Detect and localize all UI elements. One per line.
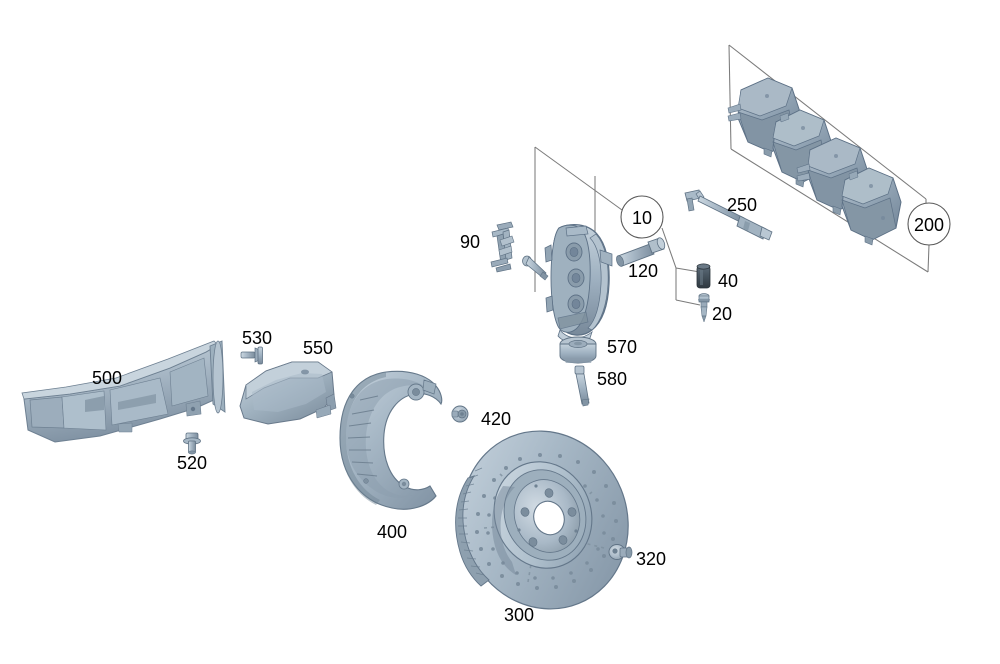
- callout-label-400: 400: [377, 522, 407, 542]
- brake-pad: [841, 167, 902, 246]
- part-bleeder-cap: [696, 263, 711, 289]
- part-brake-air-duct: [21, 340, 226, 443]
- callout-label-40: 40: [718, 271, 738, 291]
- callout-label-120: 120: [628, 261, 658, 281]
- callout-label-300: 300: [504, 605, 534, 625]
- part-bleeder-screw: [698, 293, 710, 323]
- part-push-pin-clip: [240, 346, 263, 365]
- part-brake-pad-wear-sensor: [684, 189, 773, 241]
- group-frame-brake-pads: [728, 44, 930, 273]
- brake-pad: [727, 77, 801, 158]
- callout-label-570: 570: [607, 337, 637, 357]
- part-brake-disc: [455, 430, 629, 610]
- callout-label-250: 250: [727, 195, 757, 215]
- callout-label-500: 500: [92, 368, 122, 388]
- callout-label-520: 520: [177, 453, 207, 473]
- part-backing-plate-screw: [451, 405, 469, 423]
- callout-label-20: 20: [712, 304, 732, 324]
- part-pad-retaining-clip: [490, 221, 515, 273]
- part-heat-shield: [239, 361, 337, 425]
- callout-label-530: 530: [242, 328, 272, 348]
- callout-label-420: 420: [481, 409, 511, 429]
- part-caliper-mounting-bolt: [616, 237, 666, 267]
- balloon-brake-pad-group[interactable]: 200: [907, 202, 951, 246]
- part-long-guide-bolt: [574, 365, 590, 407]
- balloon-circle-10[interactable]: [620, 195, 664, 239]
- callout-label-580: 580: [597, 369, 627, 389]
- part-caliper-guide-bolt-small: [522, 255, 549, 281]
- balloon-caliper-group[interactable]: 10: [620, 195, 664, 239]
- callout-label-550: 550: [303, 338, 333, 358]
- part-disc-locating-pin: [608, 544, 633, 560]
- callout-label-90: 90: [460, 232, 480, 252]
- part-bushing-cap: [559, 336, 597, 364]
- balloon-label-10: 10: [632, 208, 652, 228]
- balloon-circle-200[interactable]: [907, 202, 951, 246]
- part-air-duct-bolt: [183, 432, 201, 455]
- part-brake-pad-set: [727, 77, 902, 246]
- part-brake-disc-backing-plate: [339, 370, 443, 510]
- part-brake-caliper: [544, 224, 613, 344]
- balloon-label-200: 200: [914, 215, 944, 235]
- callout-label-320: 320: [636, 549, 666, 569]
